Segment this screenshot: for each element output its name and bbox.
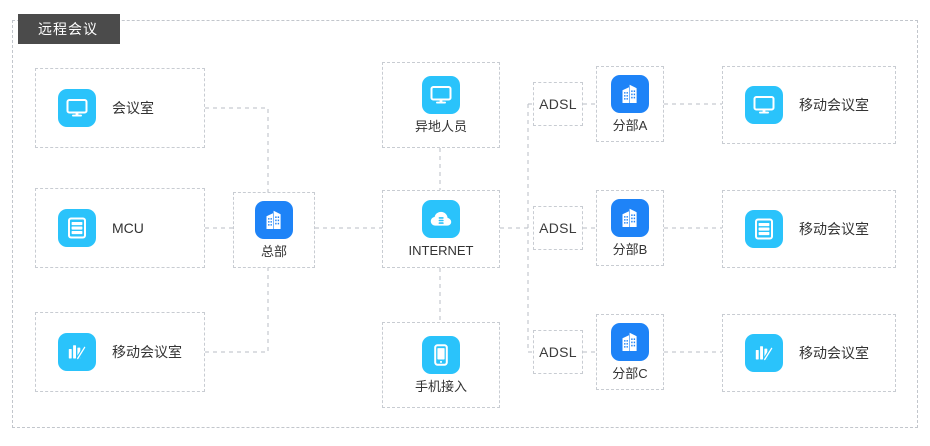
node-headquarters[interactable]: 总部 <box>233 192 315 268</box>
node-mobile-room-c[interactable]: 移动会议室 <box>722 314 896 392</box>
bar-pen-icon <box>58 333 96 371</box>
group-title-label: 远程会议 <box>38 21 98 37</box>
monitor-icon <box>422 75 460 114</box>
adsl-label: ADSL <box>539 219 577 236</box>
node-label: 会议室 <box>112 99 154 116</box>
node-branch-c[interactable]: 分部C <box>596 314 664 390</box>
node-mobile-room-a[interactable]: 移动会议室 <box>722 66 896 144</box>
link-label-adsl-b: ADSL <box>533 206 583 250</box>
adsl-label: ADSL <box>539 95 577 112</box>
building-icon <box>611 322 649 361</box>
bar-pen-icon <box>745 334 783 372</box>
monitor-icon <box>745 86 783 124</box>
node-mobile-room-left[interactable]: 移动会议室 <box>35 312 205 392</box>
building-icon <box>611 198 649 237</box>
node-label: 移动会议室 <box>799 344 869 361</box>
cloud-icon <box>422 199 460 238</box>
link-label-adsl-a: ADSL <box>533 82 583 126</box>
node-branch-a[interactable]: 分部A <box>596 66 664 142</box>
server-icon <box>58 209 96 247</box>
node-label: 异地人员 <box>414 118 467 134</box>
node-meeting-room[interactable]: 会议室 <box>35 68 205 148</box>
server-icon <box>745 210 783 248</box>
node-label: INTERNET <box>408 242 474 258</box>
node-branch-b[interactable]: 分部B <box>596 190 664 266</box>
node-label: MCU <box>112 219 144 236</box>
link-label-adsl-c: ADSL <box>533 330 583 374</box>
group-title: 远程会议 <box>18 14 120 44</box>
monitor-icon <box>58 89 96 127</box>
node-label: 移动会议室 <box>799 220 869 237</box>
group-frame <box>12 20 918 428</box>
node-internet[interactable]: INTERNET <box>382 190 500 268</box>
node-mcu[interactable]: MCU <box>35 188 205 268</box>
node-remote-staff[interactable]: 异地人员 <box>382 62 500 148</box>
node-label: 分部A <box>612 117 648 133</box>
smartphone-icon <box>422 335 460 374</box>
node-mobile-access[interactable]: 手机接入 <box>382 322 500 408</box>
node-label: 移动会议室 <box>112 343 182 360</box>
node-label: 分部B <box>612 241 648 257</box>
node-mobile-room-b[interactable]: 移动会议室 <box>722 190 896 268</box>
building-icon <box>255 200 293 239</box>
adsl-label: ADSL <box>539 343 577 360</box>
node-label: 分部C <box>612 365 648 381</box>
node-label: 移动会议室 <box>799 96 869 113</box>
node-label: 总部 <box>260 243 287 259</box>
node-label: 手机接入 <box>414 378 467 394</box>
building-icon <box>611 74 649 113</box>
